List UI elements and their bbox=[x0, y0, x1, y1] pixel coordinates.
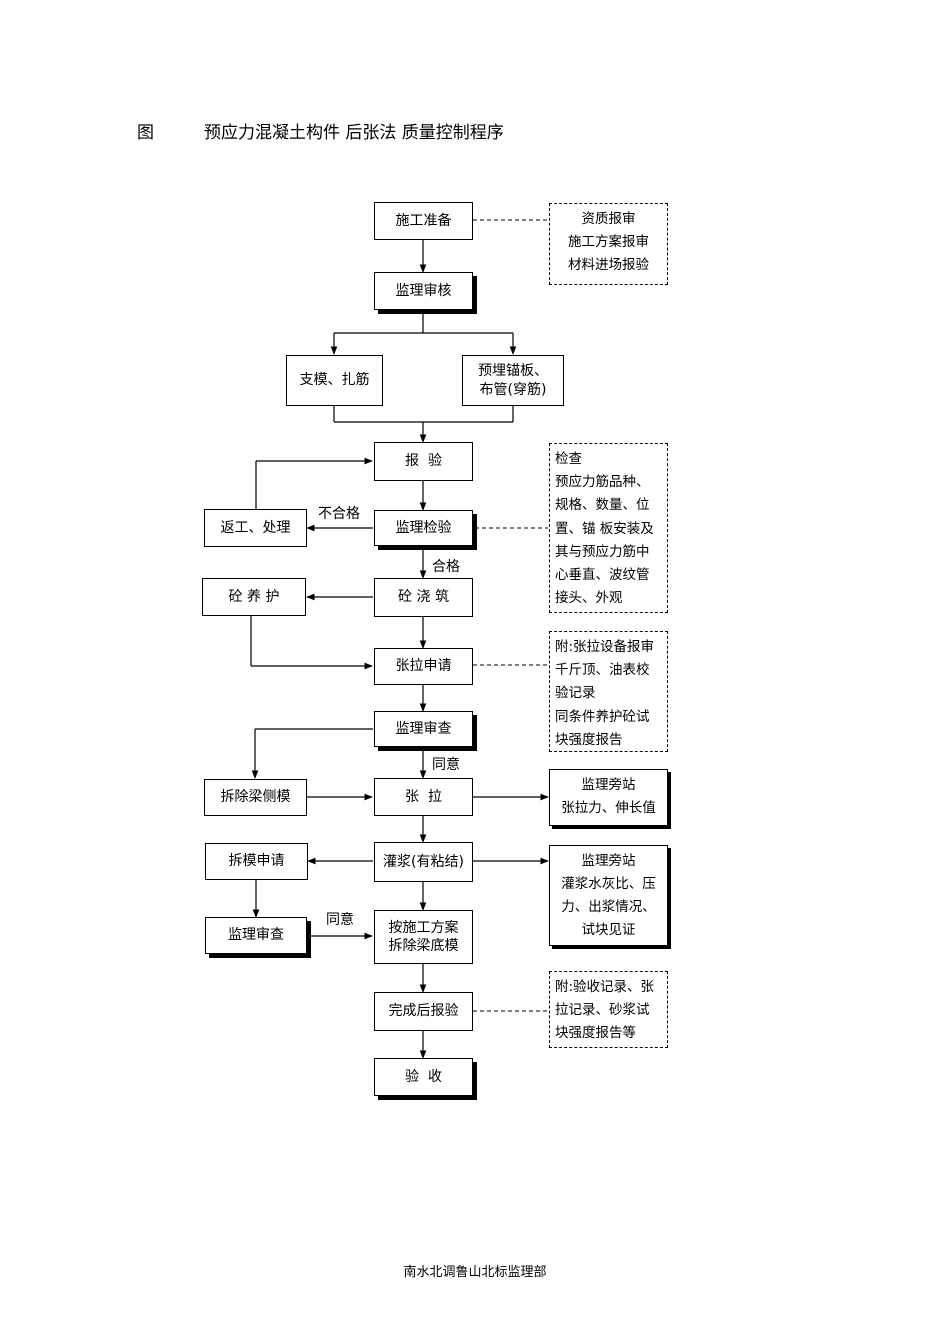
node-formwork-rebar: 支模、扎筋 bbox=[286, 355, 383, 406]
node-form-removal-apply: 拆模申请 bbox=[205, 843, 308, 880]
note-qualification: 资质报审 施工方案报审 材料进场报验 bbox=[549, 203, 668, 285]
note-final-documents: 附:验收记录、张 拉记录、砂浆试 块强度报告等 bbox=[549, 971, 668, 1048]
node-report-inspection: 报 验 bbox=[374, 442, 473, 481]
note-grout-supervision: 监理旁站 灌浆水灰比、压 力、出浆情况、 试块见证 bbox=[549, 845, 668, 946]
node-supervision-inspect: 监理检验 bbox=[374, 510, 473, 546]
label-fail: 不合格 bbox=[318, 506, 360, 522]
node-remove-side-form: 拆除梁侧模 bbox=[204, 779, 307, 816]
node-tensioning: 张 拉 bbox=[374, 778, 473, 816]
node-rework: 返工、处理 bbox=[204, 509, 307, 547]
node-tension-apply: 张拉申请 bbox=[374, 648, 473, 685]
node-supervision-check-2: 监理审查 bbox=[205, 917, 307, 954]
label-agree: 同意 bbox=[432, 757, 460, 773]
node-supervision-review: 监理审核 bbox=[374, 272, 473, 310]
label-agree-2: 同意 bbox=[326, 912, 354, 928]
node-acceptance: 验 收 bbox=[374, 1058, 473, 1096]
node-concrete-curing: 砼 养 护 bbox=[202, 578, 306, 616]
node-construction-prep: 施工准备 bbox=[374, 202, 473, 240]
node-grouting: 灌浆(有粘结) bbox=[374, 842, 473, 882]
node-remove-bottom-form: 按施工方案 拆除梁底模 bbox=[374, 910, 473, 964]
note-tension-equipment: 附:张拉设备报审 千斤顶、油表校 验记录 同条件养护砼试 块强度报告 bbox=[549, 631, 668, 752]
note-inspection-items: 检查 预应力筋品种、 规格、数量、位 置、锚 板安装及 其与预应力筋中 心垂直、… bbox=[549, 443, 668, 613]
node-embed-anchor: 预埋锚板、 布管(穿筋) bbox=[462, 355, 564, 406]
figure-label: 图 bbox=[137, 123, 154, 143]
node-supervision-check: 监理审查 bbox=[374, 711, 473, 747]
page-title: 预应力混凝土构件 后张法 质量控制程序 bbox=[204, 123, 504, 143]
node-final-report: 完成后报验 bbox=[374, 992, 473, 1031]
note-tension-supervision: 监理旁站 张拉力、伸长值 bbox=[549, 769, 668, 826]
node-concrete-pour: 砼 浇 筑 bbox=[374, 578, 473, 617]
label-pass: 合格 bbox=[432, 559, 460, 575]
page-footer: 南水北调鲁山北标监理部 bbox=[403, 1265, 547, 1280]
